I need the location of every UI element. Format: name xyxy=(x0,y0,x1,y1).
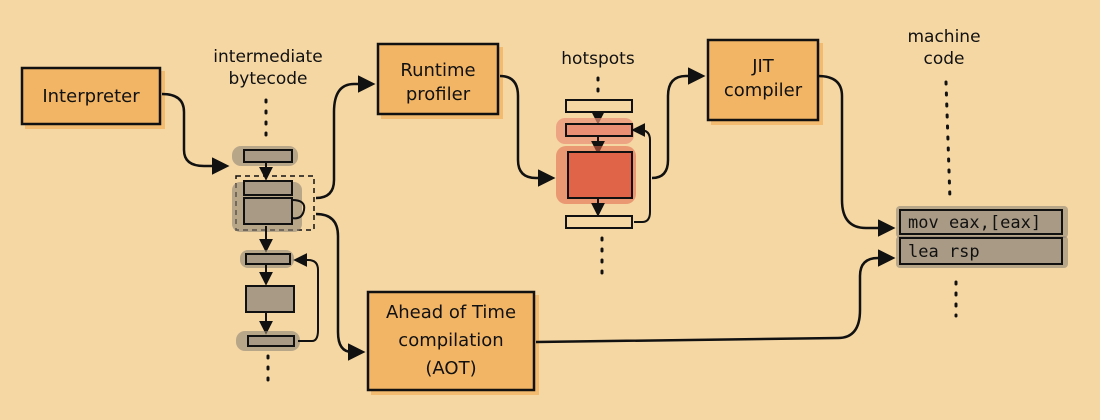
caption-machine: machine xyxy=(907,27,980,47)
profiler-label-1: Runtime xyxy=(400,60,475,81)
profiler-label-2: profiler xyxy=(406,84,471,105)
aot-label-2: compilation xyxy=(398,330,503,351)
bytecode-block xyxy=(243,197,293,225)
aot-node: Ahead of Time compilation (AOT) xyxy=(366,290,539,395)
intermediate-bytecode-caption: intermediate bytecode xyxy=(213,47,322,89)
bytecode-slot xyxy=(247,335,295,347)
runtime-profiler-node: Runtime profiler xyxy=(376,42,503,119)
hotspot-slot xyxy=(565,215,633,229)
interpreter-node: Interpreter xyxy=(20,66,165,129)
caption-hotspots: hotspots xyxy=(561,49,635,69)
arrow-bytecode-to-profiler xyxy=(315,75,376,200)
bytecode-block xyxy=(245,285,295,313)
machine-code-dots-top xyxy=(944,80,952,202)
arrow-bytecode-to-aot xyxy=(315,212,366,361)
machine-code-block: mov eax,[eax] lea rsp xyxy=(896,206,1068,268)
jit-label-2: compiler xyxy=(724,80,803,101)
jit-compiler-node: JIT compiler xyxy=(706,38,823,125)
hotspot-block xyxy=(567,151,633,199)
bytecode-stack xyxy=(232,146,319,351)
machine-code-line-2 xyxy=(899,237,1063,265)
hotspot-stack xyxy=(556,99,651,229)
machine-code-line-1 xyxy=(899,209,1063,235)
bytecode-slot xyxy=(243,149,293,163)
machine-code-text-1: mov eax,[eax] xyxy=(908,213,1041,233)
interpreter-label: Interpreter xyxy=(42,86,140,107)
jit-label-1: JIT xyxy=(751,56,775,77)
bytecode-slot xyxy=(243,180,293,196)
arrow-jit-to-machine-code xyxy=(817,74,896,237)
caption-intermediate: intermediate xyxy=(213,47,322,67)
hotspot-slot xyxy=(565,99,633,113)
caption-bytecode: bytecode xyxy=(229,69,308,89)
machine-code-text-2: lea rsp xyxy=(908,242,980,262)
caption-code: code xyxy=(924,49,965,69)
bytecode-slot xyxy=(245,253,291,265)
aot-label-1: Ahead of Time xyxy=(386,302,516,323)
hotspot-slot-hot xyxy=(565,123,633,137)
arrow-profiler-to-hotspots xyxy=(499,74,556,187)
arrow-interpreter-to-bytecode xyxy=(161,92,230,175)
arrow-aot-to-machine-code xyxy=(535,249,896,344)
arrow-hotspots-to-jit xyxy=(651,67,706,180)
aot-label-3: (AOT) xyxy=(425,358,476,379)
machine-code-caption: machine code xyxy=(907,27,980,69)
